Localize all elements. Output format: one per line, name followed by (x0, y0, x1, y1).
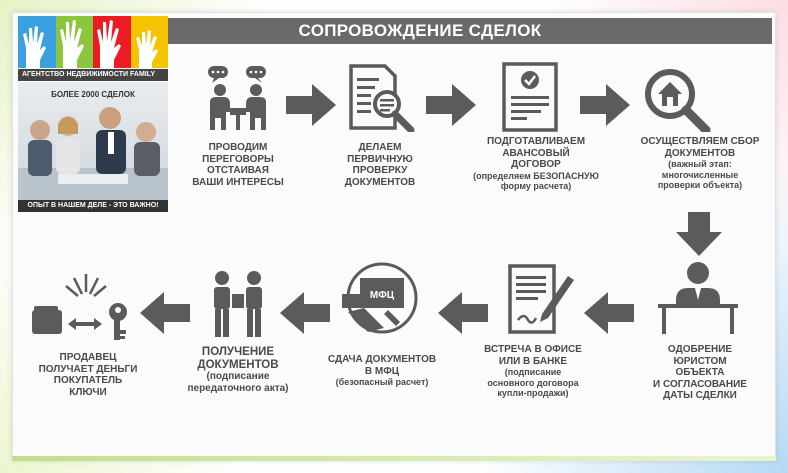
document-magnifier-icon (349, 64, 415, 132)
step-5-line-3: ОБЪЕКТА (675, 367, 725, 378)
step-1-label: ПРОВОДИМ ПЕРЕГОВОРЫ ОТСТАИВАЯ ВАШИ ИНТЕР… (188, 142, 288, 188)
house-magnifier-icon (645, 69, 711, 132)
step-2-line-1: ДЕЛАЕМ (358, 142, 402, 153)
step-4-label: ОСУЩЕСТВЛЯЕМ СБОР ДОКУМЕНТОВ (важный эта… (630, 136, 770, 191)
hands-icon (23, 20, 158, 68)
team-photo-illustration (18, 107, 168, 200)
arrow-down-icon (676, 212, 722, 256)
step-1-line-3: ОТСТАИВАЯ (207, 165, 269, 176)
deals-count: БОЛЕЕ 2000 СДЕЛОК (51, 90, 135, 99)
bottom-stripe (12, 456, 776, 461)
step-1-line-4: ВАШИ ИНТЕРЕСЫ (192, 176, 284, 188)
step-9-line-4: КЛЮЧИ (69, 386, 107, 398)
step-5-line-2: ЮРИСТОМ (673, 355, 727, 367)
step-3-label: ПОДГОТАВЛИВАЕМ АВАНСОВЫЙ ДОГОВОР (опреде… (462, 136, 610, 192)
step-8-sub-2: передаточного акта) (187, 383, 289, 394)
arrow-left-icon (140, 292, 190, 334)
step-3-line-2: АВАНСОВЫЙ (502, 147, 570, 159)
slogan: ОПЫТ В НАШЕМ ДЕЛЕ - ЭТО ВАЖНО! (18, 200, 168, 212)
step-7-sub-1: (безопасный расчет) (335, 377, 429, 387)
step-7-line-1: СДАЧА ДОКУМЕНТОВ (327, 354, 437, 365)
document-handover-icon (214, 271, 262, 337)
people-negotiating-icon (208, 66, 266, 130)
wallet-keys-exchange-icon (32, 274, 127, 340)
step-8-label: ПОЛУЧЕНИЕ ДОКУМЕНТОВ (подписание передат… (176, 346, 300, 395)
step-9-line-2: ПОЛУЧАЕТ ДЕНЬГИ (38, 363, 138, 375)
step-2-line-2: ПЕРВИЧНУЮ (347, 153, 413, 165)
agency-name: АГЕНТСТВО НЕДВИЖИМОСТИ FAMILY (18, 69, 168, 81)
lawyer-desk-icon (658, 262, 738, 334)
step-6-line-1: ВСТРЕЧА В ОФИСЕ (484, 344, 582, 355)
arrow-left-icon (584, 292, 634, 334)
step-6-sub-1: (подписание (504, 367, 562, 377)
step-9-line-3: ПОКУПАТЕЛЬ (53, 375, 123, 386)
page-title: СОПРОВОЖДЕНИЕ СДЕЛОК (298, 21, 542, 40)
step-9-line-1: ПРОДАВЕЦ (59, 352, 117, 363)
step-4-line-2: ДОКУМЕНТОВ (664, 147, 736, 159)
step-5-line-4: И СОГЛАСОВАНИЕ (653, 378, 747, 390)
step-9-label: ПРОДАВЕЦ ПОЛУЧАЕТ ДЕНЬГИ ПОКУПАТЕЛЬ КЛЮЧ… (28, 352, 148, 398)
step-6-sub-2: основного договора (487, 377, 579, 388)
step-2-line-3: ПРОВЕРКУ (352, 165, 408, 176)
step-4-sub-1: (важный этап: (668, 159, 732, 169)
arrow-left-icon (438, 292, 488, 334)
step-5-label: ОДОБРЕНИЕ ЮРИСТОМ ОБЪЕКТА И СОГЛАСОВАНИЕ… (638, 344, 762, 402)
step-1-line-2: ПЕРЕГОВОРЫ (202, 153, 274, 165)
contract-pen-icon (508, 264, 574, 334)
step-6-label: ВСТРЕЧА В ОФИСЕ ИЛИ В БАНКЕ (подписание … (470, 344, 596, 399)
step-6-sub-3: купли-продажи) (497, 388, 569, 398)
step-3-sub-1: (определяем БЕЗОПАСНУЮ (473, 170, 599, 181)
step-4-line-1: ОСУЩЕСТВЛЯЕМ СБОР (640, 136, 760, 147)
step-2-line-4: ДОКУМЕНТОВ (344, 176, 416, 188)
agency-logo (18, 16, 168, 68)
step-2-label: ДЕЛАЕМ ПЕРВИЧНУЮ ПРОВЕРКУ ДОКУМЕНТОВ (330, 142, 430, 188)
step-6-line-2: ИЛИ В БАНКЕ (498, 355, 568, 367)
team-photo: БОЛЕЕ 2000 СДЕЛОК (18, 82, 168, 200)
step-5-line-5: ДАТЫ СДЕЛКИ (663, 390, 737, 401)
step-8-line-2: ДОКУМЕНТОВ (197, 358, 279, 371)
step-8-sub-1: (подписание (206, 371, 270, 382)
step-8-line-1: ПОЛУЧЕНИЕ (201, 346, 275, 358)
step-7-label: СДАЧА ДОКУМЕНТОВ В МФЦ (безопасный расче… (320, 354, 444, 388)
arrow-right-icon (426, 84, 476, 126)
mfc-sign: МФЦ (370, 290, 395, 301)
step-3-line-1: ПОДГОТАВЛИВАЕМ (486, 136, 586, 147)
step-4-sub-3: проверки объекта) (657, 180, 743, 190)
step-3-sub-2: форму расчета) (500, 181, 572, 191)
mfc-printer-icon: МФЦ (342, 262, 418, 334)
arrow-right-icon (286, 84, 336, 126)
step-1-line-1: ПРОВОДИМ (208, 142, 268, 153)
step-4-sub-2: многочисленные (661, 169, 739, 180)
arrow-left-icon (280, 292, 330, 334)
arrow-right-icon (580, 84, 630, 126)
step-5-line-1: ОДОБРЕНИЕ (667, 344, 733, 355)
contract-seal-icon (502, 62, 558, 132)
step-3-line-3: ДОГОВОР (511, 159, 561, 170)
step-7-line-2: В МФЦ (364, 365, 400, 377)
title-bar (168, 18, 772, 44)
